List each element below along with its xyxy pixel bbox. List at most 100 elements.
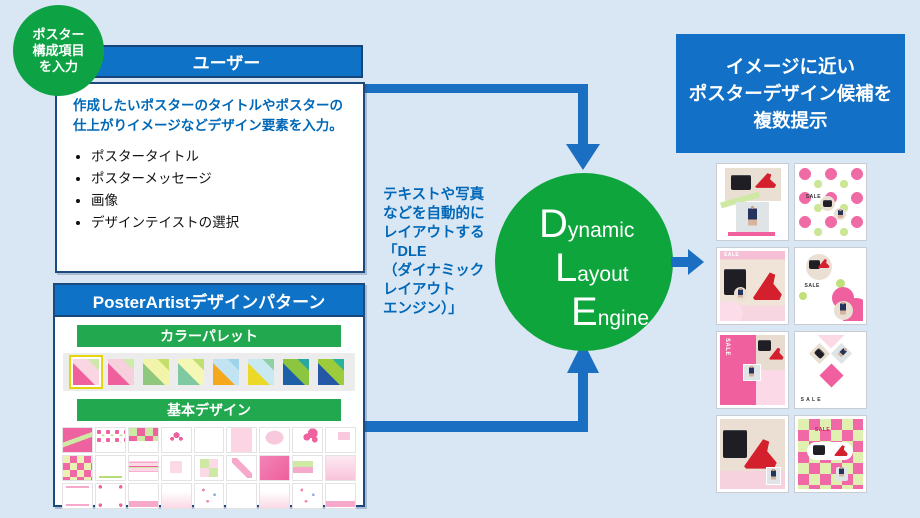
photo-circle <box>834 207 847 220</box>
palette-swatches <box>63 353 355 391</box>
dle-word-rest: ngine <box>597 307 650 330</box>
design-thumbnail-solid-pink <box>259 455 291 481</box>
poster-card <box>716 415 789 493</box>
photo-strip <box>755 335 785 370</box>
arrow-pattern-to-engine-horizontal <box>358 421 588 432</box>
green-circle <box>835 279 845 288</box>
design-thumbnail-side-bands <box>292 455 324 481</box>
caption-line: レイアウトする <box>383 225 485 241</box>
photo-strip <box>735 202 770 233</box>
poster-checkerboard: SALE <box>798 419 863 489</box>
badge-line: ポスター <box>32 26 85 42</box>
poster-candidates-grid: SALE SALE SALE <box>716 163 867 493</box>
palette-swatch <box>283 359 309 385</box>
sale-label: SALE <box>723 252 740 259</box>
design-thumbnail-small-rect <box>325 427 356 453</box>
poster-card <box>716 163 789 241</box>
poster-card: SALE <box>794 163 867 241</box>
pink-bar <box>727 232 775 237</box>
photo-circle <box>734 287 748 301</box>
photo-square <box>766 466 782 485</box>
list-item-image: 画像 <box>91 190 363 212</box>
dle-initial: E <box>571 290 598 334</box>
photo-diamond <box>831 343 853 365</box>
sale-label: SALE <box>723 337 730 356</box>
user-section-title: ユーザー <box>192 54 261 73</box>
palette-swatch <box>318 359 344 385</box>
posterartist-pattern-box: PosterArtistデザインパターン カラーパレット 基本デザイン <box>53 283 365 509</box>
palette-swatch <box>213 359 239 385</box>
photo-square <box>835 466 848 481</box>
caption-line: などを自動的に <box>383 206 485 222</box>
user-intro-text: 作成したいポスターのタイトルやポスターの 仕上がりイメージなどデザイン要素を入力… <box>73 96 349 136</box>
photo-circle <box>820 196 836 212</box>
shoe-photo-shape <box>753 272 782 300</box>
design-thumbnail-band-bottom <box>127 483 159 509</box>
result-description-box: イメージに近い ポスターデザイン候補を 複数提示 <box>676 34 905 153</box>
pale-circle <box>720 301 744 321</box>
design-thumbnail-quadrants <box>193 455 225 481</box>
design-thumbnail-line-bottom <box>94 455 126 481</box>
badge-line: を入力 <box>38 58 78 74</box>
result-line: イメージに近い <box>725 56 856 77</box>
sale-label: SALE <box>805 193 822 200</box>
color-palette-title: カラーパレット <box>160 328 258 344</box>
design-thumbnail-specks <box>292 483 324 509</box>
design-thumbnail-diamond-cluster <box>160 427 192 453</box>
arrow-down-icon <box>566 144 600 170</box>
design-thumbnail-faint-text <box>259 483 291 509</box>
caption-line: （ダイナミック <box>383 263 485 279</box>
sale-label: SALE <box>814 427 831 434</box>
dle-word-rest: ynamic <box>567 219 635 242</box>
pattern-box-header: PosterArtistデザインパターン <box>55 285 363 317</box>
person-photo-shape <box>748 205 758 228</box>
design-thumbnail-plain <box>193 427 225 453</box>
list-item-design-taste: デザインテイストの選択 <box>91 212 363 234</box>
design-thumbnail-mosaic <box>127 427 159 453</box>
dle-word-rest: ayout <box>577 263 629 286</box>
design-thumbnail-h-stripes <box>127 455 159 481</box>
basic-design-title: 基本デザイン <box>167 402 251 418</box>
caption-line: エンジン）」 <box>383 301 463 317</box>
user-input-list: ポスタータイトル ポスターメッセージ 画像 デザインテイストの選択 <box>57 146 363 234</box>
poster-pink-photo: SALE <box>720 251 785 321</box>
design-thumbnail-pink-gradient <box>325 455 356 481</box>
design-thumbnail-dots-grid <box>94 427 126 453</box>
palette-swatch <box>143 359 169 385</box>
design-thumbnail-faint-text <box>160 483 192 509</box>
palette-swatch <box>73 359 99 385</box>
user-section-header: ユーザー <box>90 45 363 78</box>
intro-line: 作成したいポスターのタイトルやポスターの <box>73 98 343 113</box>
input-items-badge: ポスター 構成項目 を入力 <box>13 5 104 96</box>
result-line: ポスターデザイン候補を <box>688 83 893 104</box>
poster-diamond-layout: S A L E <box>798 335 863 405</box>
photo-circle <box>805 253 832 280</box>
dle-initial: L <box>555 246 578 290</box>
design-thumbnail-specks <box>193 483 225 509</box>
design-thumbnail-tilted-square <box>226 455 258 481</box>
poster-card: S A L E <box>794 331 867 409</box>
dle-initial: D <box>539 202 568 246</box>
arrow-engine-to-results-shaft <box>671 257 688 267</box>
design-thumbnail-rounded-rect <box>259 427 291 453</box>
design-thumbnail-band-bottom <box>325 483 356 509</box>
arrow-user-to-engine-horizontal <box>365 84 588 93</box>
green-circle <box>799 291 808 300</box>
sale-label: S A L E <box>800 396 822 403</box>
poster-card: SALE <box>794 247 867 325</box>
intro-line: 仕上がりイメージなどデザイン要素を入力。 <box>73 118 343 133</box>
design-thumbnail-lines-tb <box>62 483 93 509</box>
bag-photo-shape <box>730 175 751 191</box>
dle-caption: テキストや写真 などを自動的に レイアウトする 「DLE （ダイナミック レイア… <box>383 186 501 319</box>
caption-line: 「DLE <box>383 244 427 260</box>
caption-line: レイアウト <box>383 282 456 298</box>
poster-polka-dots: SALE <box>798 167 863 237</box>
design-thumbnail-circle-cluster <box>292 427 324 453</box>
photo-strip <box>725 168 782 201</box>
shoe-photo-shape <box>755 173 777 188</box>
arrow-user-to-engine-vertical <box>578 84 588 146</box>
palette-swatch <box>108 359 134 385</box>
